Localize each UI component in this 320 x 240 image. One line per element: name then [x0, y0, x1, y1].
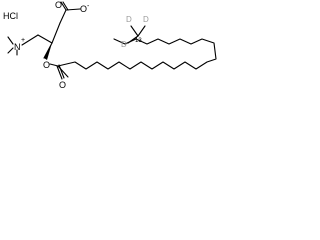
nitrogen-atom: N [14, 42, 21, 52]
deuterium-3: D [143, 15, 149, 24]
carboxylate-bonds [60, 1, 81, 11]
deuterium-2: D [126, 15, 132, 24]
deuterium-1: D [121, 40, 127, 49]
nitrogen-charge: + [21, 37, 25, 44]
alkyl-chain [57, 38, 217, 70]
carboxylate-charge: - [87, 3, 90, 10]
carboxylate-oxygen: O [80, 4, 87, 14]
cd-bond-1 [127, 35, 139, 44]
chemical-structure: HCl N + O O - O O 13 D D D [3, 0, 217, 90]
cd-bond-3 [137, 25, 146, 37]
carboxylate-oxygen-top: O [55, 0, 62, 10]
ester-carbonyl-oxygen: O [59, 80, 66, 90]
hcl-label: HCl [3, 11, 18, 21]
ester-oxygen: O [43, 60, 50, 70]
cd-bond-2 [130, 25, 139, 37]
ester-carbonyl-bonds [49, 63, 69, 80]
n-methyl-bonds [7, 36, 18, 56]
backbone-bonds [37, 9, 67, 44]
n-ch2-bond [21, 34, 39, 46]
c-o-ester-bond [43, 42, 53, 59]
labeled-carbon: 13 [135, 38, 142, 44]
